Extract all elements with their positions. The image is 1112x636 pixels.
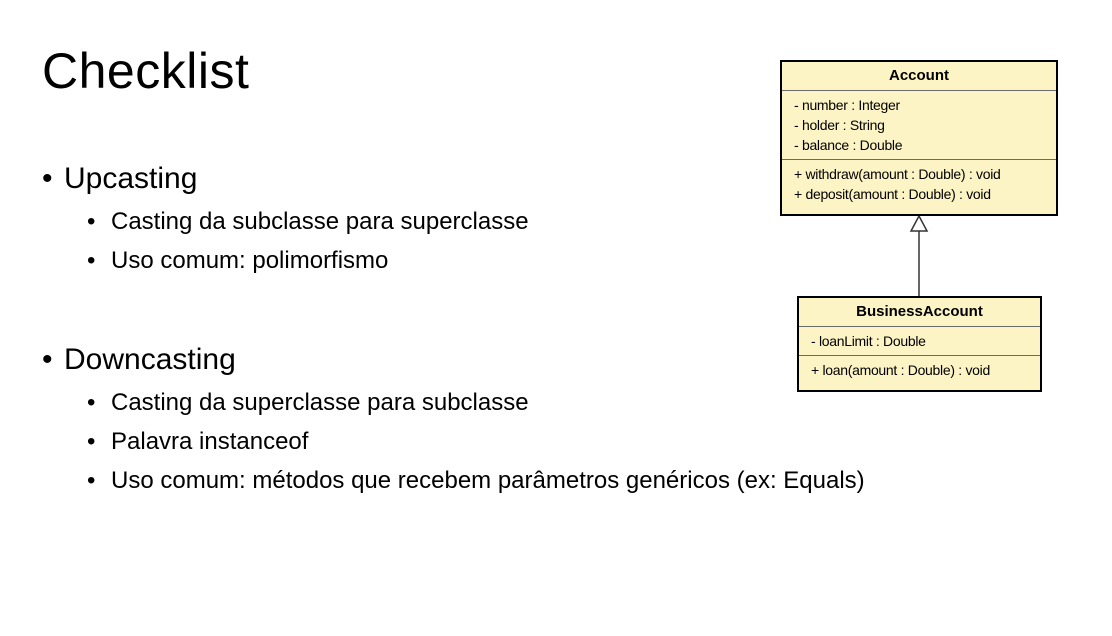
bullet-upcasting: • Upcasting	[42, 164, 197, 194]
bullet-list: • Upcasting • Casting da subclasse para su…	[42, 0, 1042, 636]
sub-bullet-dot: •	[87, 389, 96, 416]
sub-bullet-dot: •	[87, 247, 96, 274]
sub-bullet-text: Uso comum: métodos que recebem parâmetro…	[111, 467, 865, 494]
sub-bullet-text: Uso comum: polimorfismo	[111, 247, 389, 274]
bullet-dot: •	[42, 162, 53, 195]
bullet-dot: •	[42, 343, 53, 376]
sub-bullet: • Uso comum: polimorfismo	[87, 249, 388, 273]
sub-bullet-dot: •	[87, 467, 96, 494]
bullet-downcasting: • Downcasting	[42, 345, 236, 375]
bullet-heading: Downcasting	[64, 343, 236, 376]
bullet-heading: Upcasting	[64, 162, 198, 195]
sub-bullet-dot: •	[87, 428, 96, 455]
sub-bullet-text: Palavra instanceof	[111, 428, 309, 455]
sub-bullet: • Casting da subclasse para superclasse	[87, 210, 529, 234]
sub-bullet-text: Casting da superclasse para subclasse	[111, 389, 529, 416]
sub-bullet: • Casting da superclasse para subclasse	[87, 391, 529, 415]
sub-bullet-text: Casting da subclasse para superclasse	[111, 208, 529, 235]
sub-bullet-dot: •	[87, 208, 96, 235]
slide-title: Checklist	[42, 43, 250, 99]
sub-bullet: • Uso comum: métodos que recebem parâmetr…	[87, 469, 865, 493]
sub-bullet: • Palavra instanceof	[87, 430, 308, 454]
